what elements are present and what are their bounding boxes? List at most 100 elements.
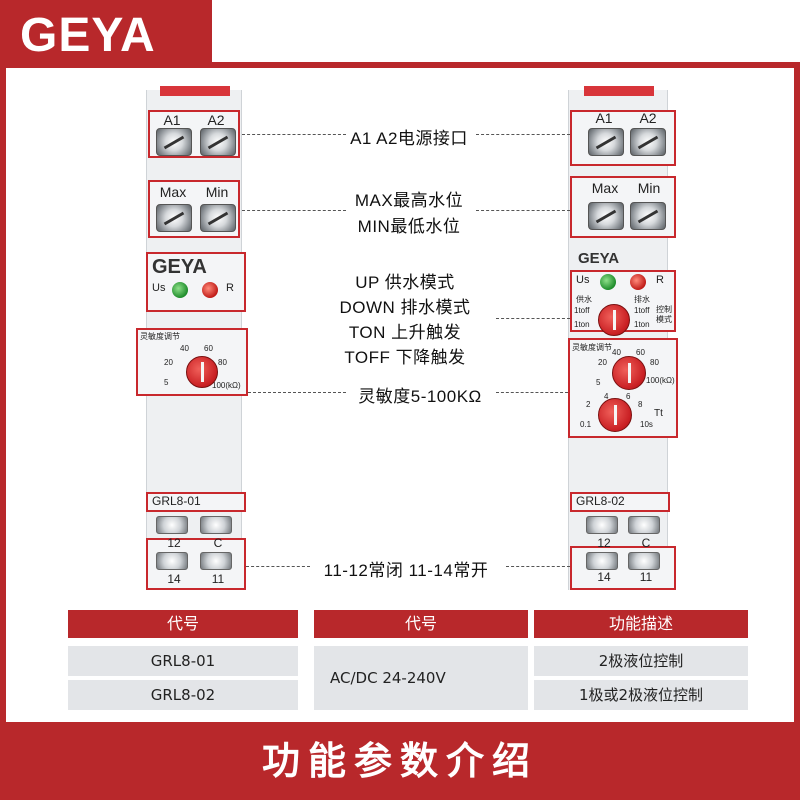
screw-icon [588, 128, 624, 156]
screw-icon [630, 202, 666, 230]
contact-label-11: 11 [639, 570, 653, 584]
knob-scale-80: 80 [650, 358, 659, 367]
screw-icon [586, 516, 618, 534]
table-header-code-2: 代号 [314, 610, 528, 638]
callout-mode-up: UP 供水模式 [355, 273, 455, 292]
knob-scale-20: 20 [164, 358, 173, 367]
callout-power: A1 A2电源接口 [350, 129, 468, 148]
terminal-label-a2: A2 [639, 110, 657, 126]
table-cell-code: GRL8-01 [68, 646, 298, 676]
time-delay-knob[interactable] [598, 398, 632, 432]
screw-icon [628, 552, 660, 570]
relay-led-icon [630, 274, 646, 290]
model-label: GRL8-01 [152, 494, 201, 508]
relay-led-icon [202, 282, 218, 298]
terminal-label-a2: A2 [207, 112, 225, 128]
screw-icon [628, 516, 660, 534]
power-led-icon [172, 282, 188, 298]
model-plate [146, 492, 246, 512]
knob-scale-40: 40 [612, 348, 621, 357]
terminal-label-min: Min [637, 180, 661, 196]
callout-mode-down: DOWN 排水模式 [339, 298, 471, 317]
led-label-us: Us [152, 282, 166, 294]
time-scale-tt: Tt [654, 408, 663, 419]
sensitivity-knob[interactable] [612, 356, 646, 390]
leader-line [242, 210, 346, 211]
model-plate [570, 492, 670, 512]
callout-contacts: 11-12常闭 11-14常开 [323, 561, 489, 580]
contact-label-c: C [641, 536, 651, 550]
indicator-panel [146, 252, 246, 312]
mode-label-supply: 供水 [576, 295, 592, 304]
mode-selector-knob[interactable] [598, 304, 630, 336]
mode-label-1ton-right: 1ton [634, 320, 650, 329]
time-scale-10s: 10s [640, 420, 653, 429]
leader-line [242, 134, 346, 135]
header-logo-band [0, 0, 212, 68]
led-label-r: R [656, 274, 664, 286]
mode-label-1toff-right: 1toff [634, 306, 650, 315]
footer-title: 功能参数介绍 [0, 722, 800, 800]
table-cell-description: 2极液位控制 [534, 646, 748, 676]
contact-label-c: C [213, 536, 223, 550]
frame-right [794, 62, 800, 722]
table-header-description: 功能描述 [534, 610, 748, 638]
power-led-icon [600, 274, 616, 290]
knob-scale-5: 5 [596, 378, 601, 387]
time-scale-0-1: 0.1 [580, 420, 592, 429]
screw-icon [156, 128, 192, 156]
terminal-label-max: Max [591, 180, 619, 196]
device-top-cap [584, 86, 654, 96]
knob-scale-100: 100(kΩ) [212, 381, 241, 390]
table-cell-code: GRL8-02 [68, 680, 298, 710]
time-scale-6: 6 [626, 392, 631, 401]
leader-line [248, 392, 346, 393]
device-top-cap [160, 86, 230, 96]
callout-mode-toff: TOFF 下降触发 [344, 348, 466, 367]
terminal-label-min: Min [205, 184, 229, 200]
callout-mode-ton: TON 上升触发 [348, 323, 462, 342]
screw-icon [200, 552, 232, 570]
leader-line [506, 566, 570, 567]
knob-scale-40: 40 [180, 344, 189, 353]
mode-label-drain: 排水 [634, 295, 650, 304]
contact-label-12: 12 [597, 536, 611, 550]
led-label-r: R [226, 282, 234, 294]
table-cell-description: 1极或2极液位控制 [534, 680, 748, 710]
contact-label-14: 14 [597, 570, 611, 584]
contact-label-12: 12 [167, 536, 181, 550]
knob-scale-60: 60 [636, 348, 645, 357]
leader-line [476, 210, 570, 211]
knob-scale-80: 80 [218, 358, 227, 367]
knob-scale-5: 5 [164, 378, 169, 387]
knob-scale-20: 20 [598, 358, 607, 367]
callout-sensitivity: 灵敏度5-100KΩ [358, 387, 482, 406]
device-logo: GEYA [152, 256, 207, 278]
screw-icon [156, 516, 188, 534]
screw-icon [630, 128, 666, 156]
leader-line [496, 318, 570, 319]
time-scale-8: 8 [638, 400, 643, 409]
table-header-code: 代号 [68, 610, 298, 638]
screw-icon [156, 552, 188, 570]
terminal-label-max: Max [159, 184, 187, 200]
contact-label-14: 14 [167, 572, 181, 586]
device-logo: GEYA [578, 250, 620, 267]
leader-line [246, 566, 310, 567]
mode-label-mode: 模式 [656, 315, 672, 324]
screw-icon [200, 128, 236, 156]
brand-logo: GEYA [20, 9, 156, 62]
terminal-label-a1: A1 [163, 112, 181, 128]
screw-icon [588, 202, 624, 230]
mode-label-1toff-left: 1toff [574, 306, 590, 315]
callout-max: MAX最高水位 [354, 191, 464, 210]
screw-icon [156, 204, 192, 232]
terminal-label-a1: A1 [595, 110, 613, 126]
screw-icon [586, 552, 618, 570]
contact-label-11: 11 [211, 572, 225, 586]
header-rule [212, 62, 800, 68]
frame-left [0, 62, 6, 722]
knob-title: 灵敏度调节 [140, 332, 180, 341]
table-cell-voltage: AC/DC 24-240V [314, 646, 528, 710]
sensitivity-knob[interactable] [186, 356, 218, 388]
